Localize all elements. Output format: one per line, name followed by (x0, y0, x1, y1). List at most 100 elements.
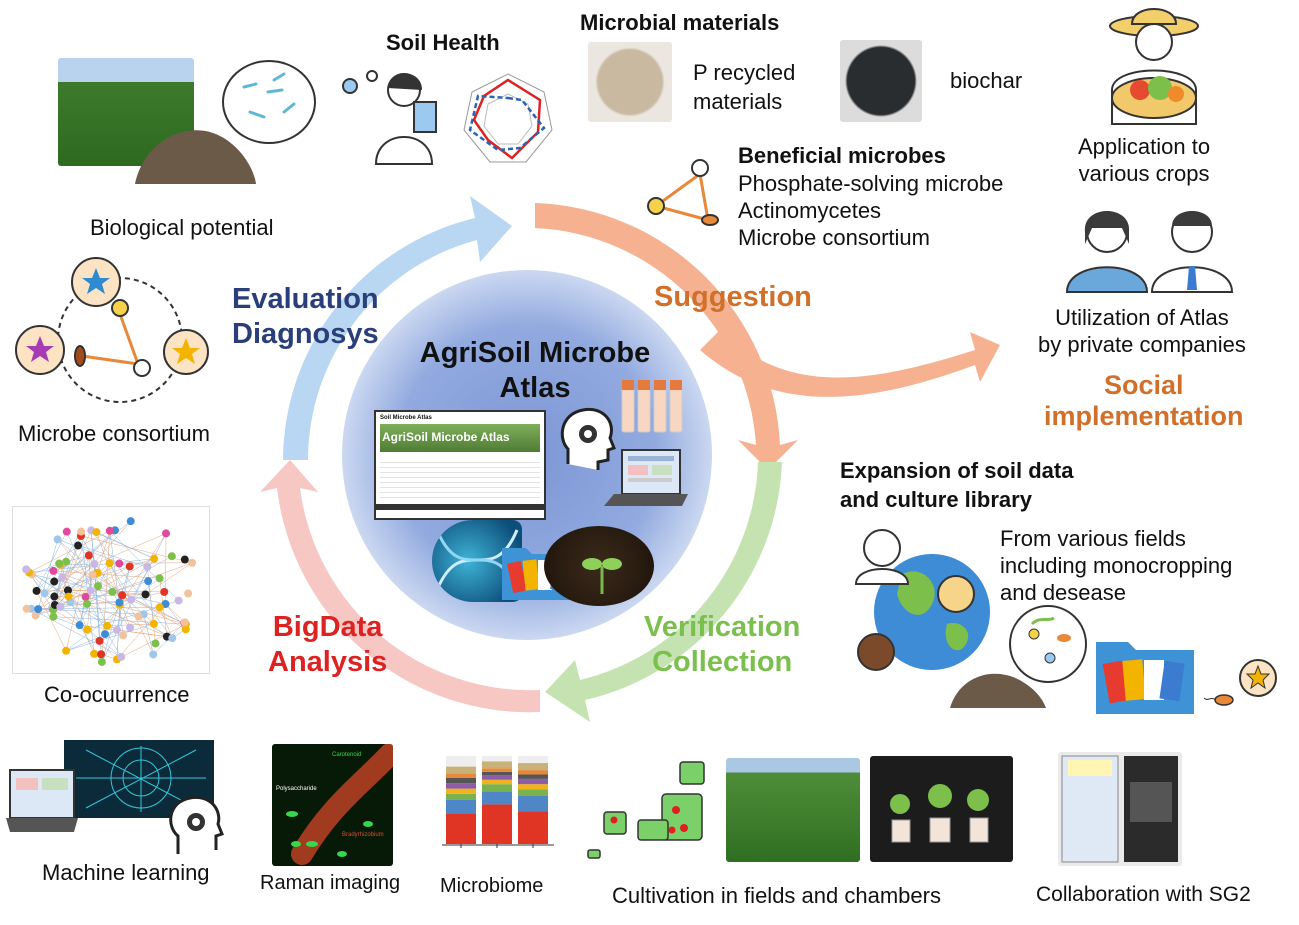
network-node (55, 559, 64, 568)
network-edge (86, 555, 172, 605)
network-edge (66, 623, 155, 652)
microbe-bubble (222, 60, 316, 144)
microbiome-bar-segment (518, 756, 548, 764)
farmer-icon (1109, 8, 1199, 125)
network-edge (86, 603, 173, 639)
network-node (82, 599, 91, 608)
website-banner: AgriSoil Microbe Atlas (382, 430, 510, 444)
network-node (141, 590, 150, 599)
network-node (22, 565, 31, 574)
network-node (63, 586, 72, 595)
microbiome-bar-segment (446, 788, 476, 794)
biochar-photo (840, 40, 922, 122)
network-node (84, 551, 93, 560)
network-node (94, 582, 103, 591)
globe-people-icon (854, 529, 990, 671)
network-node (112, 625, 121, 634)
microbiome-bar-segment (518, 770, 548, 775)
network-edge (94, 564, 103, 662)
phase-suggestion: Suggestion (654, 281, 812, 313)
label-machine-learning: Machine learning (42, 860, 210, 885)
network-node (155, 574, 164, 583)
network-node (125, 562, 134, 571)
microbiome-bar-segment (482, 768, 512, 772)
p-recycled-photo (588, 42, 672, 122)
network-edge (77, 545, 148, 568)
network-node (62, 527, 71, 536)
network-node (88, 570, 97, 579)
label-soil-health: Soil Health (386, 30, 500, 55)
network-node (180, 555, 189, 564)
network-edge (52, 563, 95, 610)
network-edge (116, 603, 166, 660)
network-node (168, 634, 177, 643)
network-node (167, 552, 176, 561)
label-microbial-materials: Microbial materials (580, 10, 780, 35)
network-node (160, 587, 169, 596)
network-node (56, 602, 65, 611)
network-edge (90, 530, 95, 565)
culture-tubes-icon (621, 380, 683, 433)
network-edge (85, 596, 187, 625)
beneficial-item: Actinomycetes (738, 198, 882, 223)
network-edge (32, 563, 60, 575)
microbe-consortium-icon (15, 257, 209, 403)
data-folder-large-icon (1096, 642, 1194, 714)
soil-pile-icon (135, 130, 256, 184)
network-node (126, 623, 135, 632)
raman-tag-bradyrhizobium: Bradyrhizobium (342, 832, 384, 838)
network-node (105, 526, 114, 535)
label-co-occurrence: Co-ocuurrence (44, 682, 190, 707)
actinomycete-bubble-icon (1203, 659, 1277, 706)
network-edge (109, 563, 132, 600)
raman-image: Carotenoid Polysaccharide Bradyrhizobium (272, 744, 393, 866)
network-node (90, 560, 99, 569)
network-node (40, 589, 49, 598)
network-node (103, 621, 112, 630)
microbiome-bar-segment (482, 775, 512, 780)
network-node (108, 587, 117, 596)
network-node (180, 618, 189, 627)
network-node (92, 528, 101, 537)
label-biological-potential: Biological potential (90, 215, 274, 240)
co-occurrence-network (12, 506, 210, 674)
network-node (97, 650, 106, 659)
network-node (32, 586, 41, 595)
network-node (127, 595, 136, 604)
network-edge (53, 570, 160, 579)
network-node (49, 612, 58, 621)
network-node (74, 541, 83, 550)
microbiome-bar-segment (518, 763, 548, 771)
network-node (64, 592, 73, 601)
microbiome-bar-segment (482, 779, 512, 785)
network-node (149, 619, 158, 628)
network-node (50, 592, 59, 601)
ai-head-icon (560, 407, 616, 470)
microbiome-bar-segment (446, 766, 476, 774)
microbiome-bar-segment (482, 804, 512, 844)
laptop-icon (604, 449, 688, 506)
network-node (117, 652, 126, 661)
network-edge (37, 539, 58, 610)
microbiome-bar-segment (446, 778, 476, 784)
network-edge (116, 623, 187, 660)
network-edge (109, 563, 154, 655)
network-edge (53, 616, 186, 625)
network-edge (38, 563, 120, 610)
microbiome-bar-segment (482, 756, 512, 762)
network-node (97, 657, 106, 666)
sg2-equipment-photo (1058, 752, 1182, 866)
label-cultivation: Cultivation in fields and chambers (612, 883, 941, 908)
network-node (95, 636, 104, 645)
beneficial-item: Phosphate-solving microbe (738, 171, 1004, 196)
network-node (181, 625, 190, 634)
network-edge (165, 603, 185, 623)
microbiome-bar-segment (482, 771, 512, 776)
microbiome-bar-segment (446, 773, 476, 778)
network-node (151, 639, 160, 648)
network-node (188, 558, 197, 567)
